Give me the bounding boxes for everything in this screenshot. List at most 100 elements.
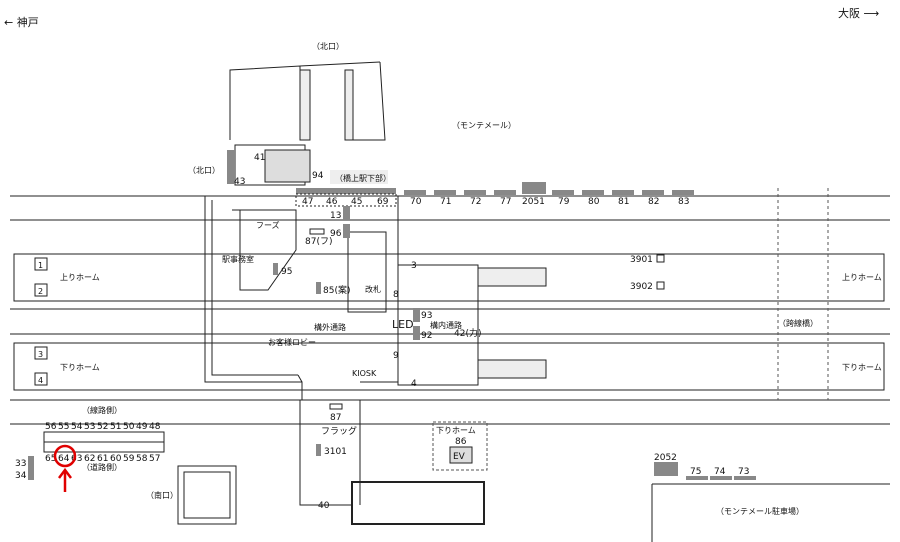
grid-64: 64 [58,454,70,464]
board-87f: 87(フ) [305,237,332,247]
board-85: 85(案) [323,284,350,296]
grid-57: 57 [149,454,160,464]
grid-62: 62 [84,454,95,464]
board-83: 83 [678,197,689,207]
outside-gate-label: 構外通路 [314,322,346,332]
board-45: 45 [351,197,362,207]
lower-platform-label-left: 下りホーム [60,363,100,372]
board-75: 75 [690,467,701,477]
board-80: 80 [588,197,600,207]
station-office-label: 駅事務室 [222,254,254,264]
top-row-boards [295,182,694,207]
board-95: 95 [281,267,292,277]
board-2051: 2051 [522,197,545,207]
track-side-label: （線路側） [82,405,122,415]
board-3101: 3101 [324,447,347,457]
lower-platform-box-label: 下りホーム [436,426,476,435]
board-grid [43,431,165,453]
board-43: 43 [234,177,245,187]
track-number-2: 2 [38,287,43,296]
upper-platform-label-left: 上りホーム [60,273,100,282]
grid-52: 52 [97,422,108,432]
grid-34: 34 [15,471,27,481]
ev-label: EV [453,452,466,462]
board-69: 69 [377,197,389,207]
board-74-mark [710,476,732,480]
board-82: 82 [648,197,659,207]
led-label: LED [392,318,414,331]
grid-51: 51 [110,422,121,432]
station-office-text: 駅事務室 [222,254,254,264]
inside-gate-label: 構内通路 [430,320,462,330]
board-96-mark [343,224,350,238]
lower-platform-ev-box [432,421,488,471]
track-number-3: 3 [38,350,43,359]
board-72: 72 [470,197,481,207]
grid-56: 56 [45,422,57,432]
crossover-bridge [777,188,829,400]
concourse-outline [204,196,547,506]
kiosk-label: KIOSK [352,369,377,378]
location-marker [53,444,77,492]
board-95-mark [273,263,278,275]
board-86: 86 [455,437,467,447]
direction-kobe: ← 神戸 [4,15,39,29]
board-93: 93 [421,311,432,321]
board-92: 92 [421,331,432,341]
board-3101-mark [316,444,321,456]
grid-63: 63 [71,454,82,464]
board-42: 42(力) [454,327,481,339]
track-number-1: 1 [38,261,43,270]
board-81: 81 [618,197,629,207]
road-side-label: （道路側） [82,462,122,472]
board-2052-mark [654,462,678,476]
grid-50: 50 [123,422,135,432]
direction-osaka: 大阪 ⟶ [838,6,879,20]
board-73: 73 [738,467,749,477]
lobby-label: お客様ロビー [268,337,316,347]
board-77: 77 [500,197,511,207]
upper-platform-label-right: 上りホーム [842,273,882,282]
board-46: 46 [326,197,338,207]
marker-circle-icon [53,444,77,468]
board-47: 47 [302,197,313,207]
grid-48: 48 [149,422,161,432]
board-70: 70 [410,197,422,207]
board-4: 4 [411,379,417,389]
board-13: 13 [330,211,341,221]
board-73-mark [734,476,756,480]
lower-platform-label-right: 下りホーム [842,363,882,372]
board-13-mark [343,206,350,220]
board-41: 41 [254,153,265,163]
grid-33: 33 [15,459,26,469]
crossover-label: （跨線橋） [778,318,818,328]
grid-65: 65 [45,454,56,464]
grid-60: 60 [110,454,122,464]
board-33-34-mark [28,456,34,480]
grid-58: 58 [136,454,148,464]
south-exit-label: （南口） [146,490,178,500]
board-40: 40 [318,501,330,511]
board-94: 94 [312,171,324,181]
grid-top-row: 56 55 54 53 52 51 50 49 48 [45,422,161,432]
grid-53: 53 [84,422,95,432]
board-2052: 2052 [654,453,677,463]
board-8: 8 [393,290,399,300]
upper-platform [13,253,885,302]
lower-platform [13,342,885,391]
gate-label: 改札 [365,284,381,294]
board-3: 3 [411,261,417,271]
board-3901: 3901 [630,255,653,265]
grid-59: 59 [123,454,135,464]
north-exit-left-label: （北口） [188,166,220,175]
monte-parking-label: （モンテメール駐車場） [716,506,804,516]
grid-54: 54 [71,422,83,432]
grid-55: 55 [58,422,69,432]
flag-label: フラッグ [321,425,357,437]
up-arrow-icon [58,467,72,479]
track-lines [10,195,890,425]
board-3902: 3902 [630,282,653,292]
board-85-mark [316,282,321,294]
grid-bottom-row: 65 64 63 62 61 60 59 58 57 [45,454,160,464]
